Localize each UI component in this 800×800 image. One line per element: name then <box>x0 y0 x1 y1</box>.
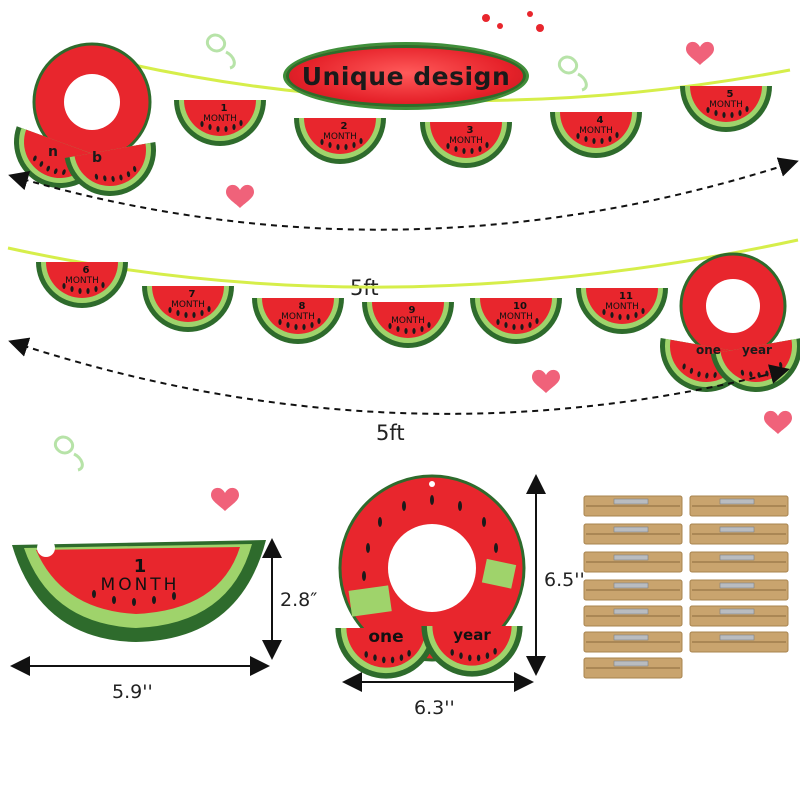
piece-word: MONTH <box>605 302 639 312</box>
length-label: 5ft <box>376 421 405 445</box>
garland-piece: 8 MONTH <box>252 298 344 344</box>
clothespin <box>689 551 789 573</box>
piece-word: MONTH <box>281 312 315 322</box>
splash-icon <box>482 11 544 32</box>
width-label: 6.3'' <box>414 697 455 719</box>
height-label: 6.5'' <box>544 569 585 591</box>
clothespin <box>689 605 789 627</box>
ring-text: n <box>48 144 58 160</box>
piece-word: MONTH <box>203 114 237 124</box>
piece-word: MONTH <box>709 100 743 110</box>
garland-piece: 5 MONTH <box>680 86 772 132</box>
clothespin <box>583 579 683 601</box>
ring-text: year <box>453 626 491 644</box>
heart-icon <box>532 369 560 393</box>
ring-text: one <box>696 343 721 357</box>
piece-word: MONTH <box>579 126 613 136</box>
piece-number: 2 <box>341 121 348 132</box>
piece-number: 5 <box>727 89 734 100</box>
piece-number: 8 <box>299 301 306 312</box>
clothespin <box>689 523 789 545</box>
garland-piece: 9 MONTH <box>362 302 454 348</box>
garland-piece: 7 MONTH <box>142 286 234 332</box>
piece-word: MONTH <box>323 132 357 142</box>
clothespin <box>583 657 683 679</box>
piece-word: MONTH <box>499 312 533 322</box>
detail-ring: one year 6.5'' 6.3'' <box>335 474 585 719</box>
garland-bottom: 6 MONTH 7 MONTH 8 MONTH 9 MONTH 10 MONTH… <box>7 238 800 445</box>
slice-word: MONTH <box>101 575 180 595</box>
length-arrow <box>8 157 799 231</box>
clothespin <box>583 631 683 653</box>
piece-word: MONTH <box>449 136 483 146</box>
height-label: 2.8″ <box>280 589 317 611</box>
ring-text: year <box>742 343 772 357</box>
swirl-icon <box>557 55 588 92</box>
piece-number: 9 <box>409 305 416 316</box>
clothespin <box>583 495 683 517</box>
piece-word: MONTH <box>65 276 99 286</box>
piece-number: 11 <box>619 291 633 302</box>
piece-number: 1 <box>221 103 228 114</box>
piece-number: 6 <box>83 265 90 276</box>
piece-number: 3 <box>467 125 474 136</box>
garland-piece: 2 MONTH <box>294 118 386 164</box>
clothespin <box>689 495 789 517</box>
clothespin <box>583 551 683 573</box>
clothespin <box>583 605 683 627</box>
width-label: 5.9'' <box>112 681 153 703</box>
piece-number: 10 <box>513 301 527 312</box>
heart-icon <box>764 410 792 434</box>
garland-piece: 3 MONTH <box>420 122 512 168</box>
swirl-icon <box>53 435 84 472</box>
piece-word: MONTH <box>391 316 425 326</box>
ring-text: one <box>368 627 403 647</box>
garland-piece: 4 MONTH <box>550 112 642 158</box>
swirl-icon <box>205 33 236 70</box>
garland-piece: 1 MONTH <box>174 100 266 146</box>
garland-piece: 11 MONTH <box>576 288 668 334</box>
clothespin <box>583 523 683 545</box>
length-arrow <box>8 337 790 415</box>
piece-number: 7 <box>189 289 196 300</box>
clothespin <box>689 579 789 601</box>
slice-number: 1 <box>134 556 147 577</box>
title-text: Unique design <box>301 61 511 91</box>
clothespins <box>583 495 789 679</box>
garland-piece: 10 MONTH <box>470 298 562 344</box>
piece-word: MONTH <box>171 300 205 310</box>
heart-icon <box>686 41 714 65</box>
heart-icon <box>226 184 254 208</box>
detail-slice: 1 MONTH 2.8″ 5.9'' <box>10 538 317 703</box>
title-badge: Unique design <box>283 42 529 110</box>
garland-ring-bottom: one year <box>652 252 800 400</box>
clothespin <box>689 631 789 653</box>
ring-text: b <box>92 150 102 166</box>
piece-number: 4 <box>597 115 604 126</box>
garland-piece: 6 MONTH <box>36 262 128 308</box>
heart-icon <box>211 487 239 511</box>
